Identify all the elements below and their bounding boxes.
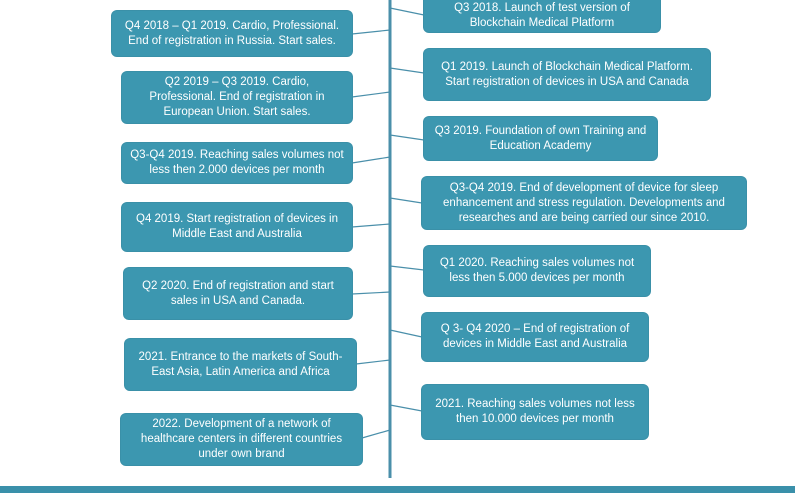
connector-left-5 [351, 291, 391, 295]
timeline-card-right-1: Q3 2018. Launch of test version of Block… [424, 0, 660, 32]
timeline-card-left-7: 2022. Development of a network of health… [121, 414, 362, 465]
timeline-card-left-3: Q3-Q4 2019. Reaching sales volumes not l… [122, 143, 352, 183]
timeline-card-right-2: Q1 2019. Launch of Blockchain Medical Pl… [424, 49, 710, 100]
timeline-card-left-5: Q2 2020. End of registration and start s… [124, 268, 352, 319]
bottom-accent-bar [0, 486, 795, 493]
connector-right-4 [389, 197, 423, 204]
connector-right-3 [389, 134, 425, 141]
connector-left-2 [351, 91, 391, 98]
timeline-card-left-6: 2021. Entrance to the markets of South-E… [125, 339, 356, 390]
connector-left-4 [351, 223, 391, 228]
connector-left-6 [355, 359, 391, 365]
timeline-card-right-6: Q 3- Q4 2020 – End of registration of de… [422, 313, 648, 361]
connector-left-1 [351, 29, 391, 35]
timeline-card-left-1: Q4 2018 – Q1 2019. Cardio, Professional.… [112, 11, 352, 56]
timeline-card-right-4: Q3-Q4 2019. End of development of device… [422, 177, 746, 229]
timeline-card-left-4: Q4 2019. Start registration of devices i… [122, 203, 352, 251]
timeline-card-left-2: Q2 2019 – Q3 2019. Cardio, Professional.… [122, 72, 352, 123]
timeline-card-right-5: Q1 2020. Reaching sales volumes not less… [424, 246, 650, 296]
connector-right-2 [389, 67, 425, 74]
connector-left-3 [351, 156, 391, 164]
timeline-card-right-7: 2021. Reaching sales volumes not less th… [422, 385, 648, 439]
connector-right-1 [389, 7, 425, 16]
connector-left-7 [361, 429, 391, 439]
connector-right-5 [389, 265, 425, 271]
connector-right-6 [389, 329, 423, 338]
timeline-card-right-3: Q3 2019. Foundation of own Training and … [424, 117, 657, 160]
connector-right-7 [389, 404, 423, 412]
